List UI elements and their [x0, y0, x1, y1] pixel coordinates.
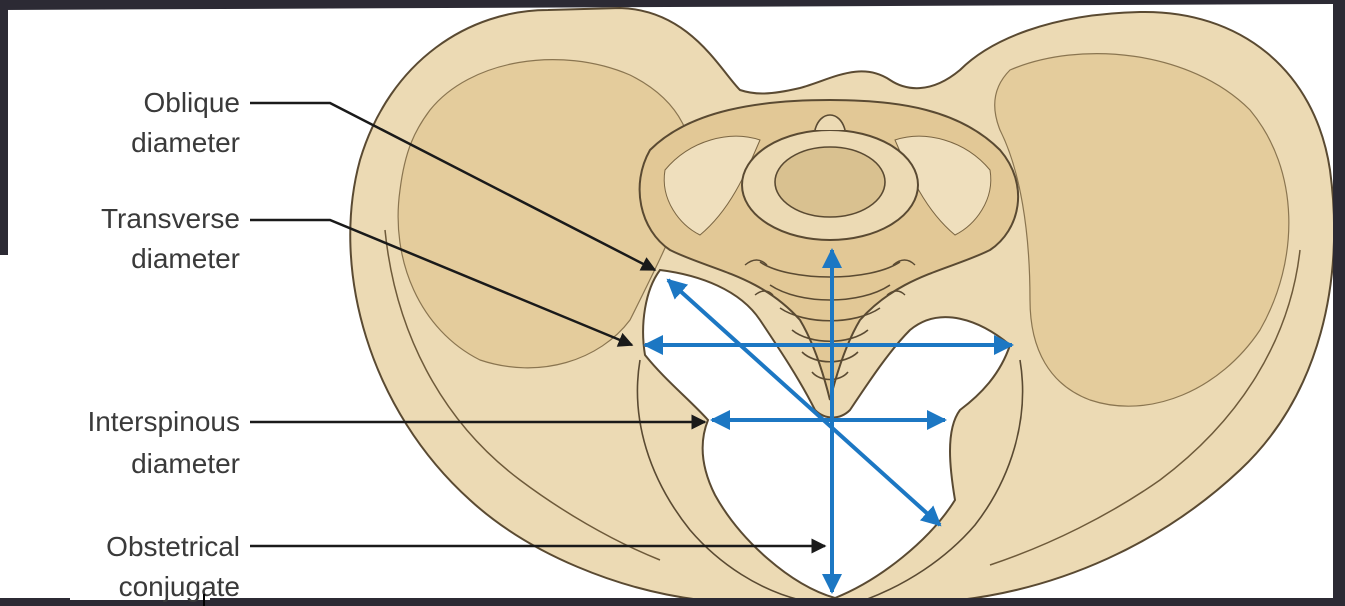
label-interspinous-line1: Interspinous — [87, 406, 240, 437]
label-transverse-line1: Transverse — [101, 203, 240, 234]
pelvis-bone — [350, 8, 1334, 600]
right-dark-strip — [1333, 0, 1345, 606]
label-oblique-line2: diameter — [131, 127, 240, 158]
label-obstetrical-line1: Obstetrical — [106, 531, 240, 562]
label-obstetrical-line2: conjugate — [119, 571, 240, 602]
vertebral-canal — [775, 147, 885, 217]
bottom-right-dark — [210, 598, 1345, 606]
left-dark-strip — [0, 0, 8, 255]
label-interspinous-line2: diameter — [131, 448, 240, 479]
label-oblique-line1: Oblique — [143, 87, 240, 118]
bottom-left-dark — [0, 598, 70, 606]
label-transverse-line2: diameter — [131, 243, 240, 274]
